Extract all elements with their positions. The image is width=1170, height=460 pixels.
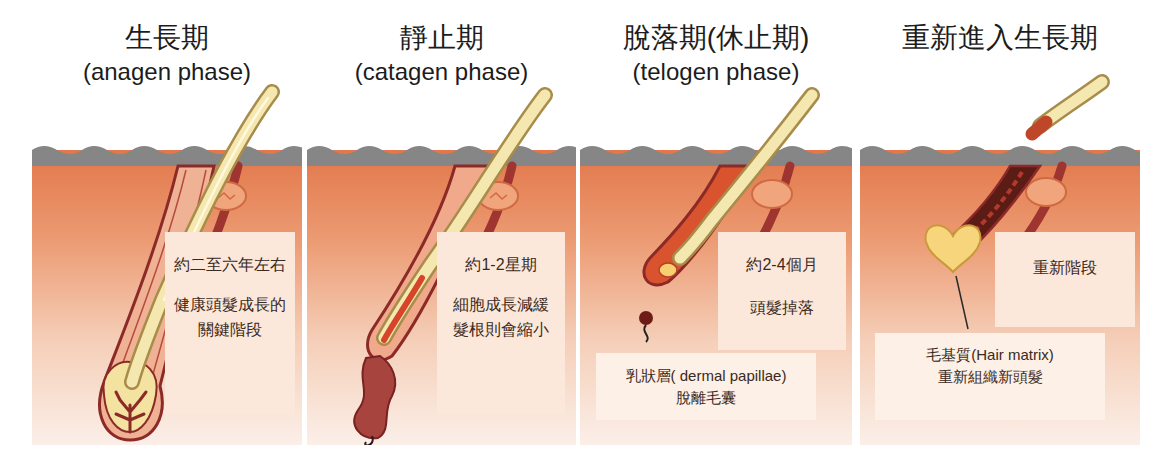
stage-panel: 重新進入生長期重新階段毛基質(Hair matrix) 重新組織新頭髮 [860,0,1140,445]
info-box: 約2-4個月頭髮掉落 [718,232,846,350]
tail-curl [365,436,372,445]
skin-layer [860,150,1140,445]
stage-panel: 脫落期(休止期) (telogen phase) 約2-4個月頭髮掉落乳狀層( de… [580,0,852,445]
stage-heading: 脫落期(休止期) [580,22,852,54]
epidermis-band [580,146,852,166]
box-description: 頭髮掉落 [724,295,840,321]
box-text: 約二至六年左右 [171,252,289,278]
panel-heading-group: 重新進入生長期 [860,22,1140,54]
papilla-curl [644,325,647,342]
info-box: 重新階段 [995,232,1135,327]
panel-heading-group: 脫落期(休止期) (telogen phase) [580,22,852,86]
epidermis-band [307,146,576,166]
stage-panel: 靜止期 (catagen phase) 約1-2星期細胞成長減緩 髮根則會縮小 [307,0,576,445]
sebaceous-gland [1026,178,1066,206]
leader-line [956,276,968,329]
box-text: 約2-4個月 [724,252,840,278]
gland-vein [490,193,507,199]
stage-heading: 生長期 [32,22,302,54]
skin-layer [580,150,852,445]
box-text: 乳狀層( dermal papillae) 脫離毛囊 [604,365,808,409]
stage-panel: 生長期 (anagen phase) 約二至六年左右健康頭髮成長的 關鍵階段 [32,0,302,445]
telogen-panel-art [580,95,852,445]
stage-subheading: (anagen phase) [32,58,302,86]
info-box: 毛基質(Hair matrix) 重新組織新頭髮 [875,333,1105,420]
box-text: 重新階段 [1001,255,1129,281]
skin-layer [307,150,576,445]
epidermis-band [860,146,1140,166]
stage-subheading: (catagen phase) [307,58,576,86]
stage-heading: 靜止期 [307,22,576,54]
box-description: 健康頭髮成長的 關鍵階段 [171,292,289,343]
shed-hair-root [1032,122,1046,134]
club-root [659,263,677,277]
stage-subheading: (telogen phase) [580,58,852,86]
detached-papilla [639,311,653,325]
info-box: 約二至六年左右健康頭髮成長的 關鍵階段 [165,232,295,415]
new-anagen-panel-art [860,82,1140,445]
catagen-panel-art [307,95,576,445]
epidermis-band [32,146,302,166]
sebaceous-gland [752,180,792,208]
skin-layer [32,150,302,445]
stage-heading: 重新進入生長期 [860,22,1140,54]
info-box: 乳狀層( dermal papillae) 脫離毛囊 [596,353,816,420]
box-description: 細胞成長減緩 髮根則會縮小 [443,292,559,343]
anagen-panel-art [32,92,302,445]
shrinking-root [384,278,422,340]
hair-matrix-bulb [926,225,981,272]
box-text: 毛基質(Hair matrix) 重新組織新頭髮 [885,344,1095,388]
info-box: 約1-2星期細胞成長減緩 髮根則會縮小 [437,232,565,415]
box-text: 約1-2星期 [443,252,559,278]
regressing-tail [354,356,395,438]
panel-heading-group: 生長期 (anagen phase) [32,22,302,86]
dermal-papilla [116,392,146,432]
panel-heading-group: 靜止期 (catagen phase) [307,22,576,86]
